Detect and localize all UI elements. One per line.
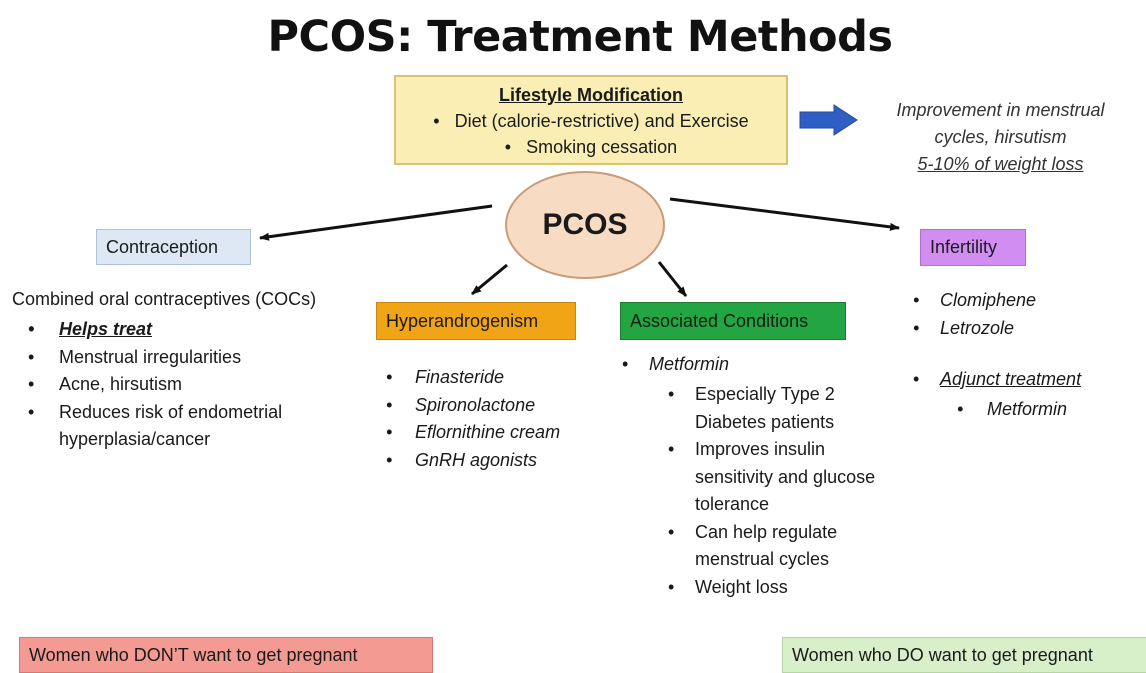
pcos-center-node: PCOS [505,171,665,279]
lifestyle-item: • Diet (calorie-restrictive) and Exercis… [433,111,749,131]
contraception-box: Contraception [96,229,251,265]
list-item: Clomiphene [913,287,1133,315]
metformin-label: Metformin [649,354,730,374]
list-item: Reduces risk of endometrial hyperplasia/… [28,399,328,454]
page-title: PCOS: Treatment Methods [267,12,893,62]
lifestyle-outcome: Improvement in menstrual cycles, hirsuti… [858,97,1143,178]
lifestyle-modification-box: Lifestyle Modification • Diet (calorie-r… [394,75,788,165]
lifestyle-item: • Smoking cessation [504,137,678,157]
outcome-weight-loss: 5-10% of weight loss [917,154,1084,174]
lifestyle-heading: Lifestyle Modification [498,85,684,105]
list-item: GnRH agonists [386,447,606,475]
lifestyle-item-text: Diet (calorie-restrictive) and Exercise [454,111,749,131]
arrow-to-infertility [669,197,900,231]
list-item: Improves insulin sensitivity and glucose… [668,436,878,519]
infertility-box: Infertility [920,229,1026,266]
adjunct-list: Metformin [957,396,1137,424]
outcome-line: Improvement in menstrual [896,100,1105,120]
list-item: Finasteride [386,364,606,392]
hyperandrogenism-list: Finasteride Spironolactone Eflornithine … [386,364,606,474]
hyperandrogenism-box: Hyperandrogenism [376,302,576,340]
coc-heading: Combined oral contraceptives (COCs) [12,289,317,309]
lifestyle-item-text: Smoking cessation [526,137,678,157]
list-item: Eflornithine cream [386,419,606,447]
list-item: Acne, hirsutism [28,371,328,399]
footer-pregnant-box: Women who DO want to get pregnant [782,637,1146,673]
arrow-to-hyperandrogenism [471,263,508,296]
contraception-list: Helps treat Menstrual irregularities Acn… [28,316,328,454]
infertility-list: Clomiphene Letrozole [913,287,1133,342]
list-item: Especially Type 2 Diabetes patients [668,381,878,436]
list-item: Letrozole [913,315,1133,343]
adjunct-treatment-line: •Adjunct treatment [913,369,1082,389]
footer-not-pregnant-box: Women who DON’T want to get pregnant [19,637,433,673]
outcome-line: cycles, hirsutism [934,127,1067,147]
list-item: Spironolactone [386,392,606,420]
arrow-to-associated-conditions [657,261,688,297]
list-item: Menstrual irregularities [28,344,328,372]
list-item: Weight loss [668,574,878,602]
list-item: Metformin [957,396,1137,424]
list-item: Can help regulate menstrual cycles [668,519,878,574]
metformin-line: •Metformin [622,354,730,374]
associated-conditions-list: Especially Type 2 Diabetes patients Impr… [668,381,878,601]
list-item: Helps treat [28,316,328,344]
blue-outcome-arrow [799,104,858,136]
associated-conditions-box: Associated Conditions [620,302,846,340]
arrow-to-contraception [259,204,493,241]
adjunct-heading: Adjunct treatment [940,369,1082,389]
